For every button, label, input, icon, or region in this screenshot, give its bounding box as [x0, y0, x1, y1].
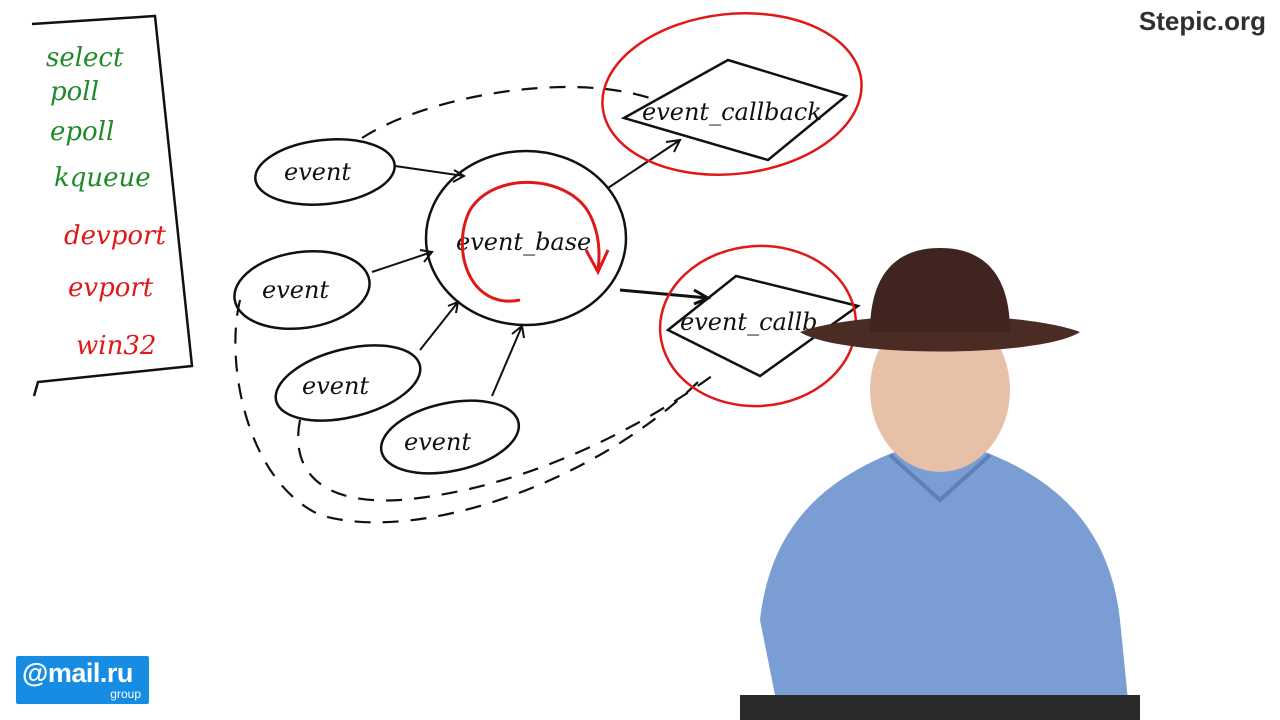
event-node — [254, 138, 396, 206]
mailru-logo: @mail.ru group — [16, 656, 149, 704]
event-label: event — [404, 428, 471, 456]
dashed-loops — [234, 85, 721, 524]
callback-node — [665, 274, 861, 378]
callback-highlight — [601, 12, 863, 176]
backend-list: select poll epoll kqueue devport evport … — [46, 43, 166, 361]
event-node — [379, 399, 521, 475]
event-node — [274, 344, 422, 422]
backend-item: poll — [50, 77, 99, 107]
backend-list-box — [31, 14, 194, 397]
event-label: event — [302, 372, 369, 400]
callback-label: event_callb — [680, 308, 818, 336]
callback-label: event_callback — [642, 98, 822, 126]
backend-item: select — [46, 43, 124, 73]
backend-item: win32 — [76, 331, 156, 361]
logo-sub-text: group — [110, 687, 141, 701]
stepic-watermark: Stepic.org — [1138, 6, 1266, 36]
presenter — [740, 248, 1140, 720]
logo-main-text: @mail.ru — [22, 658, 133, 688]
arrows — [371, 138, 712, 397]
backend-item: evport — [68, 273, 154, 303]
backend-item: epoll — [50, 117, 114, 147]
callback-highlight — [658, 244, 858, 408]
backend-item: kqueue — [54, 163, 151, 193]
event-base-node — [424, 149, 628, 327]
event-label: event — [284, 158, 351, 186]
event-label: event — [262, 276, 329, 304]
red-loop — [460, 180, 610, 303]
event-base-label: event_base — [456, 228, 591, 256]
callback-node — [620, 58, 849, 162]
event-node — [233, 249, 371, 331]
backend-item: devport — [64, 221, 166, 251]
